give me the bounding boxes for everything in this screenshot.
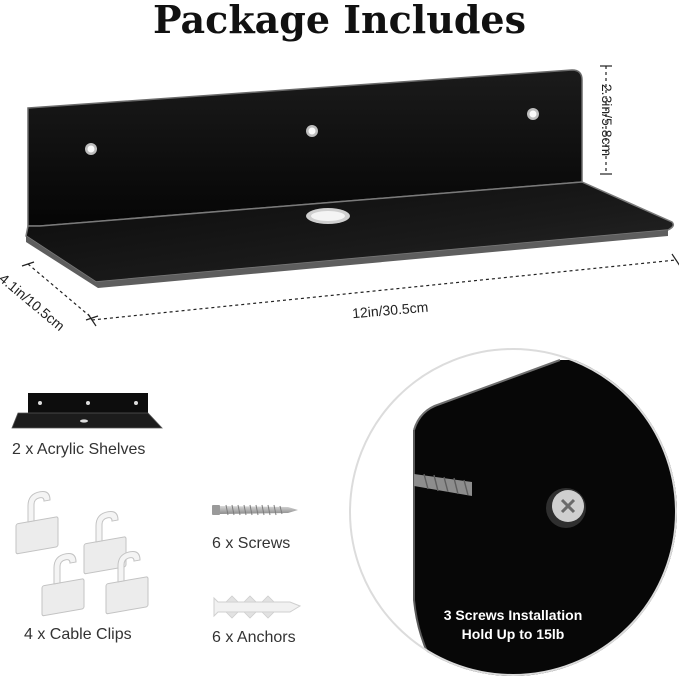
callout-line-1: 3 Screws Installation — [443, 607, 583, 623]
screw-icon — [212, 504, 298, 516]
installation-callout: 3 Screws Installation Hold Up to 15lb — [428, 606, 598, 644]
callout-line-2: Hold Up to 15lb — [461, 626, 565, 642]
main-shelf — [25, 69, 675, 288]
cable-clip-icon — [15, 491, 149, 617]
dimension-lines — [21, 65, 679, 327]
height-dimension-label: 2.3in/5.8cm — [599, 83, 616, 157]
item-label-shelves: 2 x Acrylic Shelves — [12, 441, 146, 458]
page-title: Package Includes — [153, 0, 526, 42]
acrylic-shelf-icon — [11, 393, 163, 429]
item-label-screws: 6 x Screws — [212, 535, 291, 552]
item-label-anchors: 6 x Anchors — [212, 629, 296, 646]
zoom-detail — [349, 348, 677, 676]
item-label-cable-clips: 4 x Cable Clips — [24, 626, 132, 643]
wall-anchor-icon — [213, 595, 302, 619]
